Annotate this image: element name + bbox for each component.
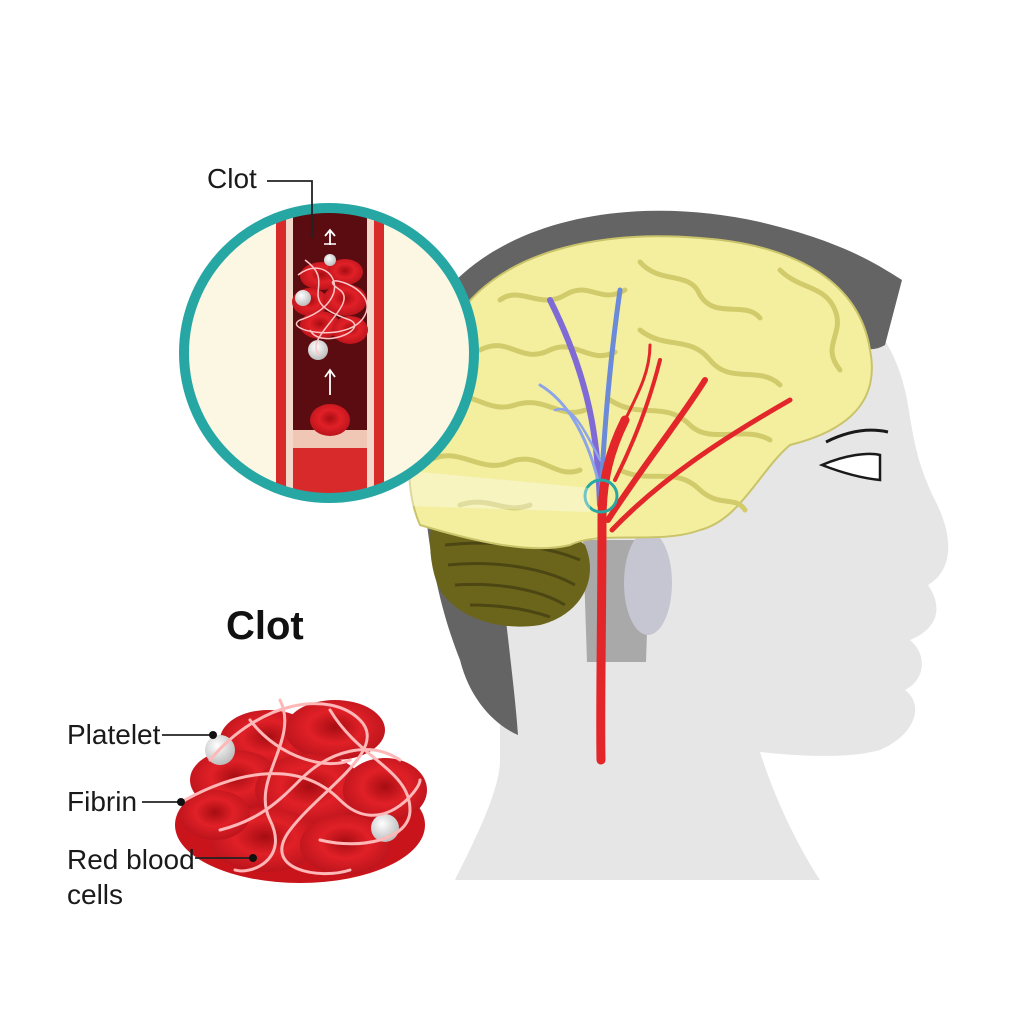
brain	[408, 235, 873, 550]
magnifier	[179, 203, 479, 503]
clot-detail-leaders	[142, 734, 253, 859]
brain-folds	[427, 259, 843, 513]
leader-dots	[177, 731, 257, 862]
clot-title: Clot	[226, 604, 304, 648]
magnifier-connector	[380, 470, 590, 512]
red-blood-cells-label-line2: cells	[67, 879, 124, 910]
arteries	[596, 343, 793, 765]
fibrin-strands	[183, 698, 422, 876]
platelet-label: Platelet	[67, 719, 161, 750]
clot-callout-label: Clot	[207, 163, 257, 194]
fibrin-label: Fibrin	[67, 786, 138, 817]
clot-detail	[175, 698, 427, 883]
clot-location-marker	[583, 478, 619, 514]
eye	[818, 428, 889, 482]
pons	[624, 531, 672, 635]
clot-callout-leader	[267, 180, 313, 238]
red-blood-cells-label-line1: Red blood	[67, 844, 195, 875]
